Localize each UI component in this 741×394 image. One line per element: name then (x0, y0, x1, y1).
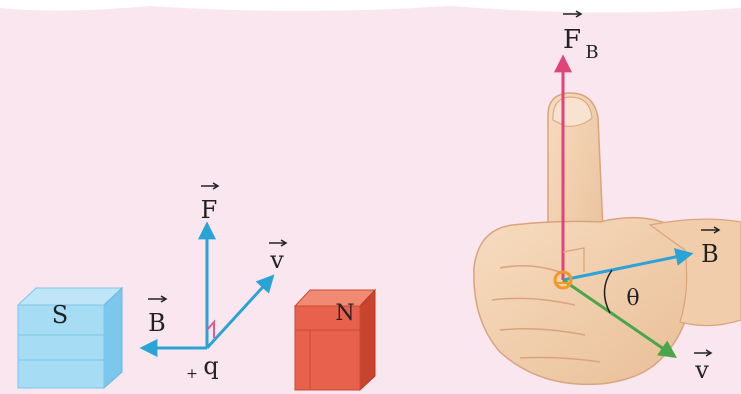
svg-text:v: v (694, 356, 709, 384)
fist (473, 216, 691, 386)
s-magnet: S (16, 286, 124, 390)
hand-right-angle-marker (562, 247, 585, 272)
origin-marker (553, 270, 573, 290)
velocity-vector (205, 274, 275, 350)
hand-field-vector (562, 248, 694, 282)
svg-text:F: F (201, 196, 218, 224)
velocity-label: v (269, 239, 288, 274)
field-label: B (148, 295, 168, 337)
svg-text:v: v (269, 246, 284, 274)
torn-edge (0, 0, 741, 13)
angle-arc (603, 269, 613, 314)
svg-text:q: q (203, 352, 218, 380)
charge-label: + q (186, 352, 219, 382)
svg-text:B: B (701, 240, 719, 268)
hand-velocity-label: v (694, 349, 713, 384)
s-magnet-label: S (52, 301, 68, 329)
wrist (648, 218, 741, 327)
hand-force-label: F B (563, 10, 599, 63)
angle-label: θ (626, 286, 639, 311)
hand-velocity-vector (562, 278, 677, 359)
svg-text:B: B (148, 309, 166, 337)
n-magnet-label: N (335, 301, 354, 326)
svg-text:+: + (186, 366, 198, 382)
svg-text:B: B (585, 42, 598, 63)
hand-field-label: B (701, 226, 721, 268)
n-magnet: N (293, 288, 377, 392)
force-label: F (201, 182, 220, 224)
svg-text:F: F (563, 25, 581, 55)
right-angle-marker (206, 319, 215, 338)
